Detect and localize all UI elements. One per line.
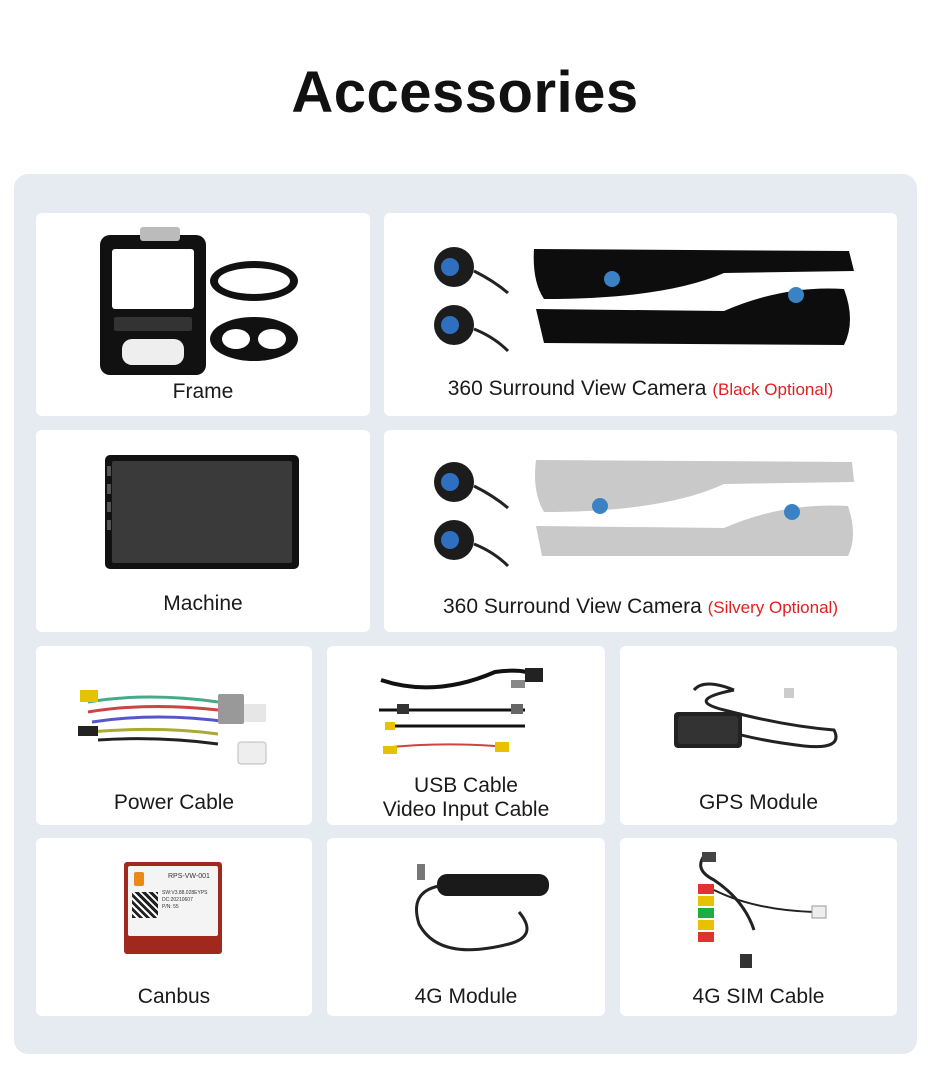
camera-black-name: 360 Surround View Camera	[447, 377, 707, 400]
camera-black-option: (Black Optional)	[712, 380, 834, 399]
machine-image	[104, 454, 300, 570]
camera-black-label: 360 Surround View Camera (Black Optional…	[384, 377, 897, 402]
canbus-pn: P/N: 55	[162, 904, 179, 910]
card-camera-black: 360 Surround View Camera (Black Optional…	[384, 213, 897, 416]
canbus-model: RPS-VW-001	[168, 873, 210, 880]
frame-image	[96, 221, 316, 381]
card-frame: Frame	[36, 213, 370, 416]
card-4g-sim-cable: 4G SIM Cable	[620, 838, 897, 1016]
4g-sim-cable-label: 4G SIM Cable	[692, 985, 825, 1008]
gps-module-label: GPS Module	[698, 791, 819, 814]
canbus-image: RPS-VW-001 SW:V3.88.028EYPS DC:20210607 …	[124, 862, 222, 954]
camera-silver-label: 360 Surround View Camera (Silvery Option…	[384, 595, 897, 620]
qr-code-icon	[132, 892, 158, 918]
usb-video-cable-image	[375, 662, 565, 766]
card-4g-module: 4G Module	[327, 838, 605, 1016]
card-machine: Machine	[36, 430, 370, 632]
camera-silver-option: (Silvery Optional)	[707, 598, 838, 617]
camera-black-image	[424, 241, 864, 366]
machine-label: Machine	[163, 592, 243, 615]
gps-module-image	[664, 670, 854, 770]
card-canbus: RPS-VW-001 SW:V3.88.028EYPS DC:20210607 …	[36, 838, 312, 1016]
camera-silver-image	[424, 456, 864, 586]
4g-sim-cable-image	[684, 850, 844, 974]
canbus-sw: SW:V3.88.028EYPS	[162, 890, 208, 896]
power-cable-image	[68, 682, 288, 772]
card-camera-silver: 360 Surround View Camera (Silvery Option…	[384, 430, 897, 632]
video-input-cable-label: Video Input Cable	[382, 798, 550, 821]
4g-module-label: 4G Module	[414, 985, 518, 1008]
usb-cable-label: USB Cable	[414, 774, 518, 797]
frame-label: Frame	[172, 380, 234, 403]
page-title: Accessories	[291, 60, 639, 125]
camera-silver-name: 360 Surround View Camera	[443, 595, 702, 618]
card-gps-module: GPS Module	[620, 646, 897, 825]
4g-module-image	[399, 852, 559, 972]
canbus-dc: DC:20210607	[162, 897, 193, 903]
logo-icon	[134, 872, 144, 886]
power-cable-label: Power Cable	[113, 791, 235, 814]
canbus-label: Canbus	[137, 985, 211, 1008]
card-usb-video-cable: USB Cable Video Input Cable	[327, 646, 605, 825]
canbus-specs: SW:V3.88.028EYPS DC:20210607 P/N: 55	[162, 890, 218, 911]
card-power-cable: Power Cable	[36, 646, 312, 825]
